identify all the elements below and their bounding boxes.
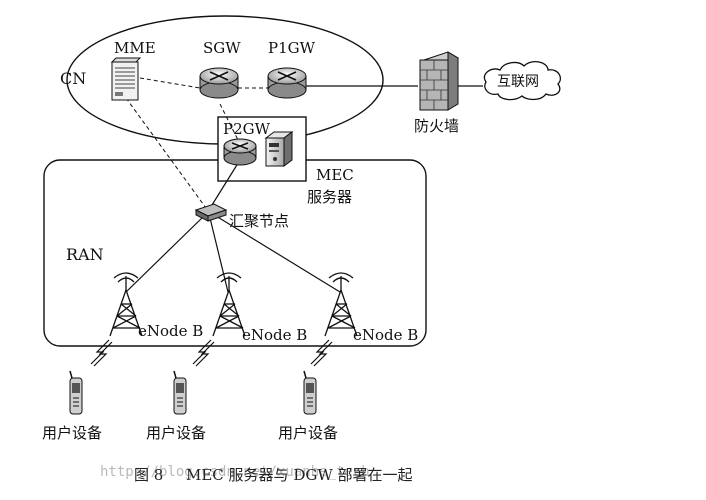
figure-caption: MEC 服务器与 DGW 部署在一起 <box>186 466 413 484</box>
mec-server-label-line2: 服务器 <box>307 188 352 206</box>
wireless-link-1 <box>93 341 113 367</box>
wireless-link-3 <box>313 341 333 367</box>
firewall-label: 防火墙 <box>414 117 459 135</box>
link-mme-aggregation <box>125 97 207 209</box>
ran-region-label: RAN <box>66 245 104 264</box>
enodeb-label-1: eNode B <box>138 322 203 340</box>
mme-label: MME <box>114 39 156 57</box>
enodeb-label-3: eNode B <box>353 326 418 344</box>
figure-number: 图 8 <box>134 466 163 484</box>
p1gw-router-icon <box>267 67 307 99</box>
wireless-link-2 <box>195 341 215 367</box>
link-aggregation-enodeb1 <box>125 215 205 293</box>
ue-phone-icon-3 <box>303 370 317 415</box>
enodeb-label-2: eNode B <box>242 326 307 344</box>
mec-server-label-line1: MEC <box>316 166 354 184</box>
enodeb-tower-icon-3 <box>324 272 358 337</box>
link-mme-sgw <box>139 77 201 89</box>
links <box>125 77 483 293</box>
aggregation-node-label: 汇聚节点 <box>229 212 289 230</box>
enodeb-tower-icon-2 <box>212 272 246 337</box>
sgw-router-icon <box>199 67 239 99</box>
ue-phone-icon-2 <box>173 370 187 415</box>
p1gw-label: P1GW <box>268 39 316 57</box>
enodeb-tower-icon-1 <box>109 272 143 337</box>
internet-label: 互联网 <box>497 74 539 90</box>
link-p2gw-aggregation <box>211 159 241 206</box>
ue-phone-icon-1 <box>69 370 83 415</box>
internet-cloud-icon <box>483 60 562 101</box>
watermark-url: http://blog.csdn.net/xuanhe_tech <box>100 464 370 480</box>
ue-label-2: 用户设备 <box>146 424 206 442</box>
ue-label-3: 用户设备 <box>278 424 338 442</box>
p2gw-router-icon <box>223 138 257 166</box>
link-aggregation-enodeb2 <box>209 217 229 293</box>
mme-server-icon <box>110 57 142 101</box>
cn-region-label: CN <box>60 69 86 88</box>
mec-server-icon <box>264 131 294 167</box>
sgw-label: SGW <box>203 39 241 57</box>
ue-label-1: 用户设备 <box>42 424 102 442</box>
firewall-icon <box>419 51 460 111</box>
aggregation-switch-icon <box>194 203 228 222</box>
link-aggregation-enodeb3 <box>215 215 341 293</box>
p2gw-label: P2GW <box>223 120 271 138</box>
wireless-link-icons <box>90 339 333 367</box>
